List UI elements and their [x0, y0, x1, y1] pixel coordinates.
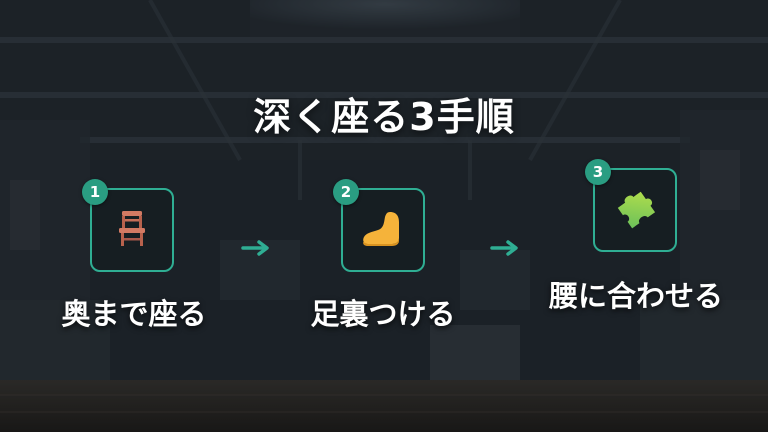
- step-2-number-badge: 2: [333, 179, 359, 205]
- puzzle-piece-icon: [612, 185, 658, 235]
- step-1-tile: [90, 188, 174, 272]
- step-2-label: 足裏つける: [310, 297, 456, 331]
- chair-icon: [111, 207, 153, 253]
- foot-icon: [360, 208, 406, 252]
- step-3-number-badge: 3: [585, 159, 611, 185]
- arrow-right-icon: [241, 240, 273, 260]
- step-2-tile: [341, 188, 425, 272]
- step-1-label: 奥まで座る: [61, 297, 207, 331]
- step-3-tile: [593, 168, 677, 252]
- step-3-label: 腰に合わせる: [548, 279, 723, 313]
- step-1-number-badge: 1: [82, 179, 108, 205]
- arrow-right-icon: [490, 240, 522, 260]
- page-title: 深く座る3手順: [253, 95, 515, 139]
